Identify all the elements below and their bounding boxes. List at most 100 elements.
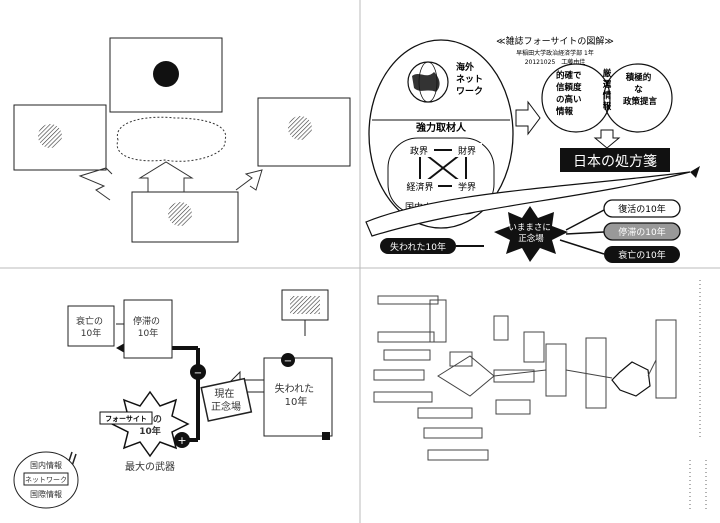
sketch-plus: + xyxy=(177,434,186,447)
turning-point-burst xyxy=(494,206,568,262)
prescription-label: 日本の処方箋 xyxy=(573,154,657,170)
flow-box-11 xyxy=(493,315,509,341)
venn-circle-right xyxy=(603,63,673,133)
network-to-qualities-arrow xyxy=(515,100,541,136)
sketch-foresight-banner xyxy=(99,411,153,425)
svg-text:報: 報 xyxy=(603,101,612,112)
node-bg-1 xyxy=(404,143,434,157)
flow-box-2 xyxy=(429,299,447,343)
sketch-stagnation-box xyxy=(123,299,173,359)
flow-box-5 xyxy=(373,369,425,381)
swoosh-tip xyxy=(690,166,700,178)
handwritten-flowchart xyxy=(373,280,707,510)
flow-box-6 xyxy=(449,351,473,367)
overseas-line-1: 海外 xyxy=(456,61,474,73)
flow-box-10 xyxy=(427,449,489,461)
left-flag-circle xyxy=(38,124,62,148)
node-bg-2 xyxy=(452,143,482,157)
network-ellipse xyxy=(368,39,514,229)
node-academia: 学界 xyxy=(458,181,476,193)
sketch-stagnation-label: 停滞の 10年 xyxy=(133,315,163,339)
stagnation-pill xyxy=(603,222,681,241)
left-up-arrow xyxy=(78,167,113,201)
lost-decade-label: 失われた10年 xyxy=(390,241,446,253)
sketch-weapon-label: 最大の武器 xyxy=(125,460,175,473)
flow-box-14 xyxy=(495,399,531,415)
sketch-weapon-network-box xyxy=(23,472,69,486)
right-flag xyxy=(257,97,351,167)
decline-label: 衰亡の10年 xyxy=(618,249,665,261)
sketch-current-box xyxy=(200,377,253,422)
diagram-date-author: 20121025 工藤由佳 xyxy=(525,58,586,66)
globe-icon xyxy=(407,61,449,103)
overseas-line-3: ワーク xyxy=(456,86,483,97)
revival-label: 復活の10年 xyxy=(618,203,665,215)
quality-selected: 厳 選 情 報 xyxy=(602,68,612,112)
sketch-decline-box xyxy=(67,305,115,347)
prescription-box xyxy=(560,148,670,172)
sketch-lost-box xyxy=(263,357,333,437)
flow-box-7 xyxy=(373,391,433,403)
node-bg-3 xyxy=(402,179,438,193)
sketch-stamp-fill xyxy=(290,296,320,314)
venn-circle-left xyxy=(541,63,611,133)
diagram-title: ≪雑誌フォーサイトの図解≫ xyxy=(496,35,614,47)
stagnation-label: 停滞の10年 xyxy=(618,226,665,238)
overseas-line-2: ネット xyxy=(456,74,483,85)
quality-policy: 積極的 な 政策提言 xyxy=(623,72,658,107)
sketch-lost-label: 失われた 10年 xyxy=(275,382,318,408)
flow-box-12 xyxy=(523,331,545,363)
svg-text:情: 情 xyxy=(602,90,612,101)
strong-reporters-label: 強力取材人 xyxy=(416,121,467,134)
sketch-minus-1: − xyxy=(284,356,292,367)
svg-text:選: 選 xyxy=(603,79,612,90)
sketch-minus-2: − xyxy=(194,368,202,379)
flow-box-1 xyxy=(377,295,439,305)
flow-line-2 xyxy=(647,359,657,377)
decline-pill xyxy=(604,246,680,263)
lost-decade-pill xyxy=(380,238,456,254)
bottom-flag xyxy=(131,191,239,243)
node-bg-4 xyxy=(452,179,482,193)
flow-line-1 xyxy=(565,369,613,379)
up-arrow xyxy=(138,161,194,192)
top-flag xyxy=(109,37,223,113)
left-flag xyxy=(13,104,107,171)
flow-box-9 xyxy=(423,427,483,439)
swoosh-curve xyxy=(365,171,691,237)
hand-sketch-panel: 失われた 10年 − 現在 正念場 − + 衰亡の 10年 停滞の 10 xyxy=(13,289,333,509)
right-up-arrow xyxy=(235,169,263,191)
flow-box-3 xyxy=(377,331,435,343)
turning-to-decline-line xyxy=(559,239,605,255)
node-politics: 政界 xyxy=(410,145,428,157)
flow-diamond xyxy=(437,355,495,397)
flow-box-4 xyxy=(383,349,431,361)
sketch-weapon-network: ネットワーク xyxy=(25,476,67,484)
revival-pill xyxy=(603,199,681,218)
sketch-minus-circle-1 xyxy=(281,353,295,367)
bottom-flag-circle xyxy=(168,202,192,226)
sketch-plus-circle xyxy=(174,432,190,448)
top-flag-circle xyxy=(153,61,179,87)
turning-to-revival-line xyxy=(565,209,605,231)
thought-cloud xyxy=(116,116,227,162)
node-finance: 財界 xyxy=(458,145,476,157)
foresight-diagram: ≪雑誌フォーサイトの図解≫ 早稲田大学政治経済学部 1年 20121025 工藤… xyxy=(365,35,700,263)
flow-box-16 xyxy=(585,337,607,409)
turning-point-label: いままさに 正念場 xyxy=(508,223,553,244)
sketch-weapon-international: 国際情報 xyxy=(30,489,62,499)
flow-box-8 xyxy=(417,407,473,419)
flow-line-3 xyxy=(493,369,547,377)
flag-sketch-panel xyxy=(13,37,351,243)
diagram-subtitle: 早稲田大学政治経済学部 1年 xyxy=(516,49,594,57)
overseas-network-label: 海外 ネット ワーク xyxy=(456,61,486,97)
turning-to-stagnation-line xyxy=(565,231,605,235)
svg-text:厳: 厳 xyxy=(603,68,612,79)
flow-box-17 xyxy=(655,319,677,399)
flow-box-15 xyxy=(545,343,567,397)
right-flag-circle xyxy=(288,116,312,140)
sketch-weapon-domestic: 国内情報 xyxy=(30,460,62,470)
sketch-current-label: 現在 正念場 xyxy=(211,388,241,413)
qualities-down-arrow xyxy=(593,129,621,149)
